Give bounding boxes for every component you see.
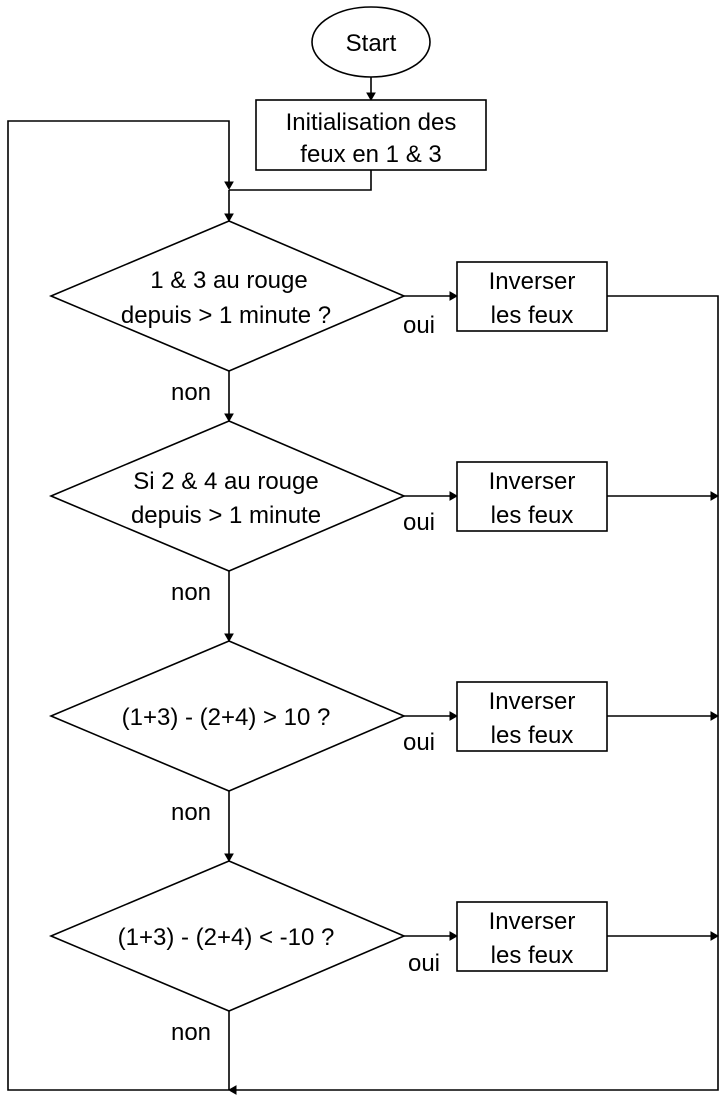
no-label-1: non xyxy=(171,379,211,406)
no-label-3: non xyxy=(171,799,211,826)
action-3-text-line-1: Inverser xyxy=(489,688,576,715)
init-label-line-2: feux en 1 & 3 xyxy=(300,141,441,168)
yes-label-3: oui xyxy=(403,729,435,756)
loop-back-line xyxy=(7,120,230,1091)
action-1-text-line-1: Inverser xyxy=(489,268,576,295)
decision-3-text-line-1: (1+3) - (2+4) > 10 ? xyxy=(122,704,331,731)
yes-label-4: oui xyxy=(408,950,440,977)
arrowhead xyxy=(224,633,234,643)
yes-label-1: oui xyxy=(403,312,435,339)
arrowhead xyxy=(449,491,459,501)
decision-2-text-line-1: Si 2 & 4 au rouge xyxy=(133,468,318,495)
arrowhead xyxy=(366,92,376,102)
action-1-text-line-2: les feux xyxy=(491,302,574,329)
arrowhead xyxy=(224,853,234,863)
arrowhead xyxy=(227,1085,237,1095)
action-2-text-line-2: les feux xyxy=(491,502,574,529)
arrowhead xyxy=(449,291,459,301)
connector xyxy=(229,170,372,191)
arrowhead xyxy=(224,213,234,223)
arrowhead xyxy=(224,413,234,423)
action-box-3 xyxy=(456,681,608,752)
arrowhead xyxy=(710,931,720,941)
action-2-text-line-1: Inverser xyxy=(489,468,576,495)
decision-2-text-line-2: depuis > 1 minute xyxy=(131,502,321,529)
decision-1-text-line-1: 1 & 3 au rouge xyxy=(150,267,307,294)
decision-1-text-line-2: depuis > 1 minute ? xyxy=(121,302,331,329)
arrowhead xyxy=(224,181,234,191)
no-label-2: non xyxy=(171,579,211,606)
init-box xyxy=(255,99,487,171)
no-label-4: non xyxy=(171,1019,211,1046)
action-4-text-line-1: Inverser xyxy=(489,908,576,935)
decision-diamond-2 xyxy=(48,420,407,572)
decision-4-text-line-1: (1+3) - (2+4) < -10 ? xyxy=(118,924,335,951)
start-label: Start xyxy=(346,30,397,57)
arrowhead xyxy=(710,711,720,721)
merge-connector xyxy=(236,295,719,1091)
action-3-text-line-2: les feux xyxy=(491,722,574,749)
init-label-line-1: Initialisation des xyxy=(286,109,457,136)
yes-label-2: oui xyxy=(403,509,435,536)
arrowhead xyxy=(449,931,459,941)
arrowhead xyxy=(710,491,720,501)
arrowhead xyxy=(449,711,459,721)
action-box-2 xyxy=(456,461,608,532)
action-box-1 xyxy=(456,261,608,332)
action-4-text-line-2: les feux xyxy=(491,942,574,969)
decision-diamond-1 xyxy=(48,220,407,372)
